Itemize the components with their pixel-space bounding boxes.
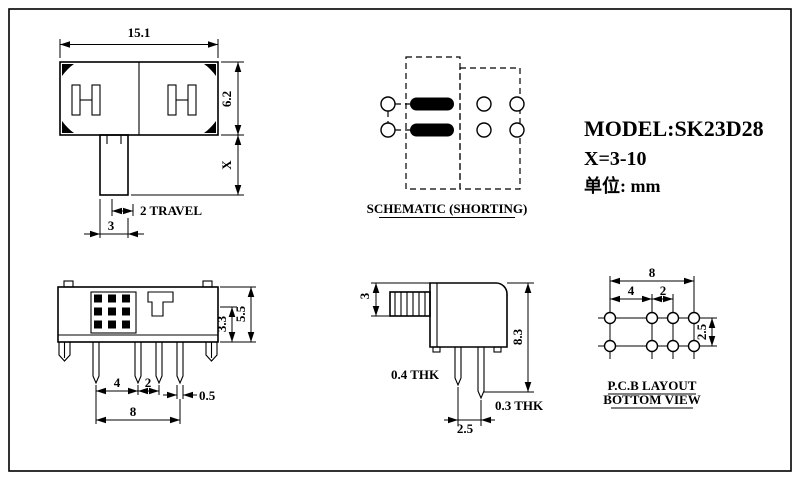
- dim-pin-pitch-b: 2: [145, 375, 152, 390]
- dim-travel: 2 TRAVEL: [140, 203, 202, 218]
- switch-body-side-outline: [429, 282, 508, 348]
- terminal-circles: [380, 96, 525, 138]
- dim-body-height: 5.5: [233, 305, 248, 322]
- dim-thickness-a: 0.4 THK: [391, 367, 440, 382]
- dim-pin-width: 0.5: [199, 388, 216, 403]
- dim-hole-span: 8: [649, 265, 656, 280]
- title-block: MODEL:SK23D28 X=3-10 单位: mm: [584, 116, 764, 196]
- step-feature: [147, 291, 174, 317]
- pcb-caption-line1: P.C.B LAYOUT: [608, 378, 697, 393]
- dim-hole-pitch-a: 4: [628, 283, 635, 298]
- drawing-border: [8, 8, 792, 472]
- dim-top-width: 15.1: [128, 25, 151, 40]
- dim-knob-width: 3: [108, 218, 115, 233]
- dim-pin-pitch-a: 4: [114, 375, 121, 390]
- front-view-dimensions: 3.3 5.5 4 2 0.5 8: [95, 286, 256, 424]
- pcb-holes: [603, 311, 701, 353]
- mounting-legs: [58, 342, 218, 362]
- schematic-view: SCHEMATIC (SHORTING): [367, 56, 528, 218]
- schematic-slider-box: [405, 56, 461, 190]
- pcb-dimensions: 8 4 2 2.5: [609, 265, 717, 347]
- dim-row-pitch: 2.5: [694, 323, 709, 340]
- dim-thickness-b: 0.3 THK: [495, 398, 544, 413]
- unit-text: 单位: mm: [584, 175, 660, 196]
- dim-pin-span: 8: [130, 404, 137, 419]
- shorting-contacts: [410, 97, 454, 137]
- pcb-caption-line2: BOTTOM VIEW: [603, 392, 700, 407]
- dim-top-height: 6.2: [219, 91, 234, 107]
- side-pins: [454, 347, 485, 400]
- switch-body-front-outline: [57, 286, 219, 343]
- dim-inner-height: 3.3: [214, 315, 229, 332]
- dim-side-pin-pitch: 2.5: [457, 421, 474, 436]
- front-pins: [92, 342, 184, 385]
- dim-stem-height: X: [219, 160, 234, 170]
- model-number-text: MODEL:SK23D28: [584, 116, 764, 141]
- pcb-layout-view: 8 4 2 2.5 P.C.B LAYOUT BOTTOM VIEW: [598, 265, 717, 409]
- slider-knob-side: [389, 291, 431, 317]
- top-view-dimensions: 15.1 6.2 X 2 TRAVEL 3: [59, 25, 244, 238]
- side-view: 3 8.3 0.4 THK 0.3 THK 2.5: [357, 282, 544, 436]
- mounting-slots: [71, 84, 197, 116]
- top-view: 15.1 6.2 X 2 TRAVEL 3: [59, 25, 244, 238]
- front-view: 3.3 5.5 4 2 0.5 8: [57, 280, 256, 424]
- corner-marks: [62, 64, 216, 133]
- dim-total-height: 8.3: [510, 328, 525, 345]
- contact-grid: [90, 291, 137, 334]
- schematic-caption: SCHEMATIC (SHORTING): [367, 201, 528, 216]
- dim-hole-pitch-b: 2: [660, 283, 667, 298]
- side-view-dimensions: 3 8.3 0.4 THK 0.3 THK 2.5: [357, 282, 544, 436]
- x-range-text: X=3-10: [584, 148, 647, 170]
- dim-side-knob: 3: [357, 292, 372, 299]
- slider-knob-top: [99, 134, 129, 196]
